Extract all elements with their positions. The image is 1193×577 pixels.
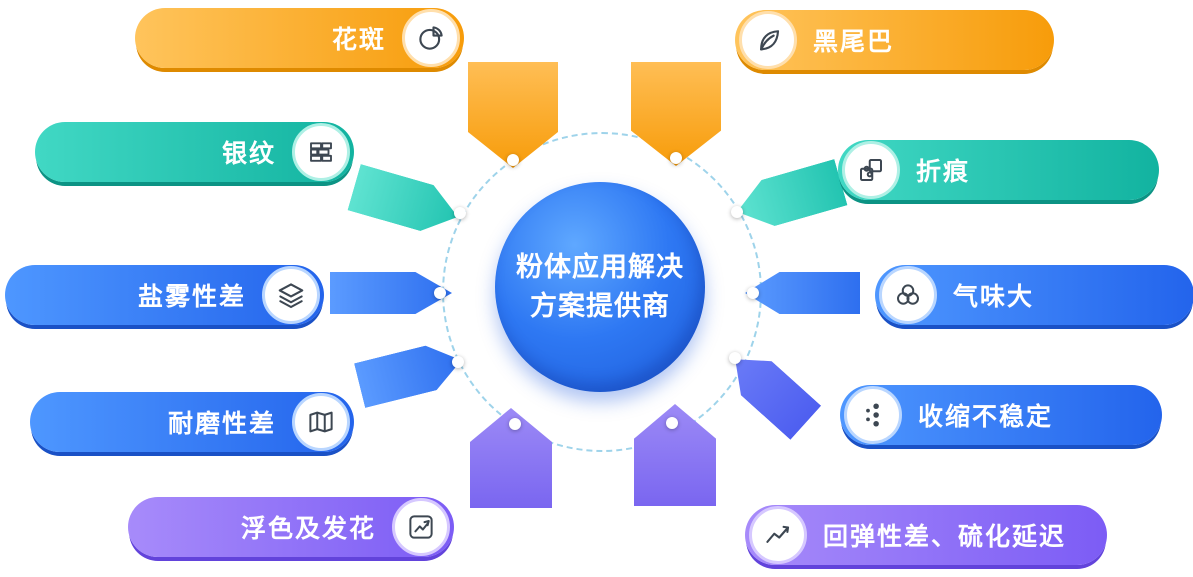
center-title-line2: 方案提供商 xyxy=(530,291,670,321)
junction-dot xyxy=(434,287,446,299)
center-node: 粉体应用解决 方案提供商 xyxy=(495,182,705,392)
node-pill-silver-streak: 银纹 xyxy=(35,122,354,182)
junction-dot xyxy=(507,154,519,166)
trend-arrow-icon xyxy=(392,498,450,556)
node-pill-shrinkage: 收缩不稳定 xyxy=(840,385,1162,445)
node-label: 盐雾性差 xyxy=(137,283,246,311)
connector-arrow-upper-right xyxy=(730,159,847,235)
connector-arrow-right xyxy=(745,272,860,314)
center-title: 粉体应用解决 方案提供商 xyxy=(516,248,684,326)
map-icon xyxy=(292,393,350,451)
node-pill-crease: 折痕 xyxy=(838,140,1159,200)
line-chart-icon xyxy=(749,506,807,564)
node-pill-odor: 气味大 xyxy=(875,265,1193,325)
connector-arrow-upper-left xyxy=(347,164,464,240)
junction-dot xyxy=(452,356,464,368)
leaf-icon xyxy=(739,11,797,69)
junction-dot xyxy=(509,418,521,430)
pie-chart-icon xyxy=(402,9,460,67)
junction-dot xyxy=(747,287,759,299)
node-pill-color-floating: 浮色及发花 xyxy=(128,497,454,557)
node-label: 回弹性差、硫化延迟 xyxy=(823,523,1067,551)
node-pill-wear-resistance: 耐磨性差 xyxy=(30,392,354,452)
bricks-icon xyxy=(292,123,350,181)
layers-icon xyxy=(262,266,320,324)
node-label: 折痕 xyxy=(916,158,971,186)
node-label: 耐磨性差 xyxy=(167,410,276,438)
node-label: 气味大 xyxy=(953,283,1035,311)
node-pill-mottling: 花斑 xyxy=(135,8,464,68)
node-label: 黑尾巴 xyxy=(813,28,895,56)
connector-arrow-lower-left xyxy=(354,338,467,408)
node-pill-black-tail: 黑尾巴 xyxy=(735,10,1054,70)
junction-dot xyxy=(729,352,741,364)
junction-dot xyxy=(666,417,678,429)
junction-dot xyxy=(731,206,743,218)
node-label: 银纹 xyxy=(221,140,276,168)
node-label: 浮色及发花 xyxy=(240,515,376,543)
circles-icon xyxy=(879,266,937,324)
junction-dot xyxy=(670,152,682,164)
node-pill-resilience: 回弹性差、硫化延迟 xyxy=(745,505,1107,565)
puzzle-icon xyxy=(842,141,900,199)
junction-dot xyxy=(454,207,466,219)
node-pill-salt-spray: 盐雾性差 xyxy=(5,265,324,325)
center-title-line1: 粉体应用解决 xyxy=(516,251,684,282)
node-label: 花斑 xyxy=(331,26,386,54)
node-label: 收缩不稳定 xyxy=(918,403,1054,431)
dots-icon xyxy=(844,386,902,444)
